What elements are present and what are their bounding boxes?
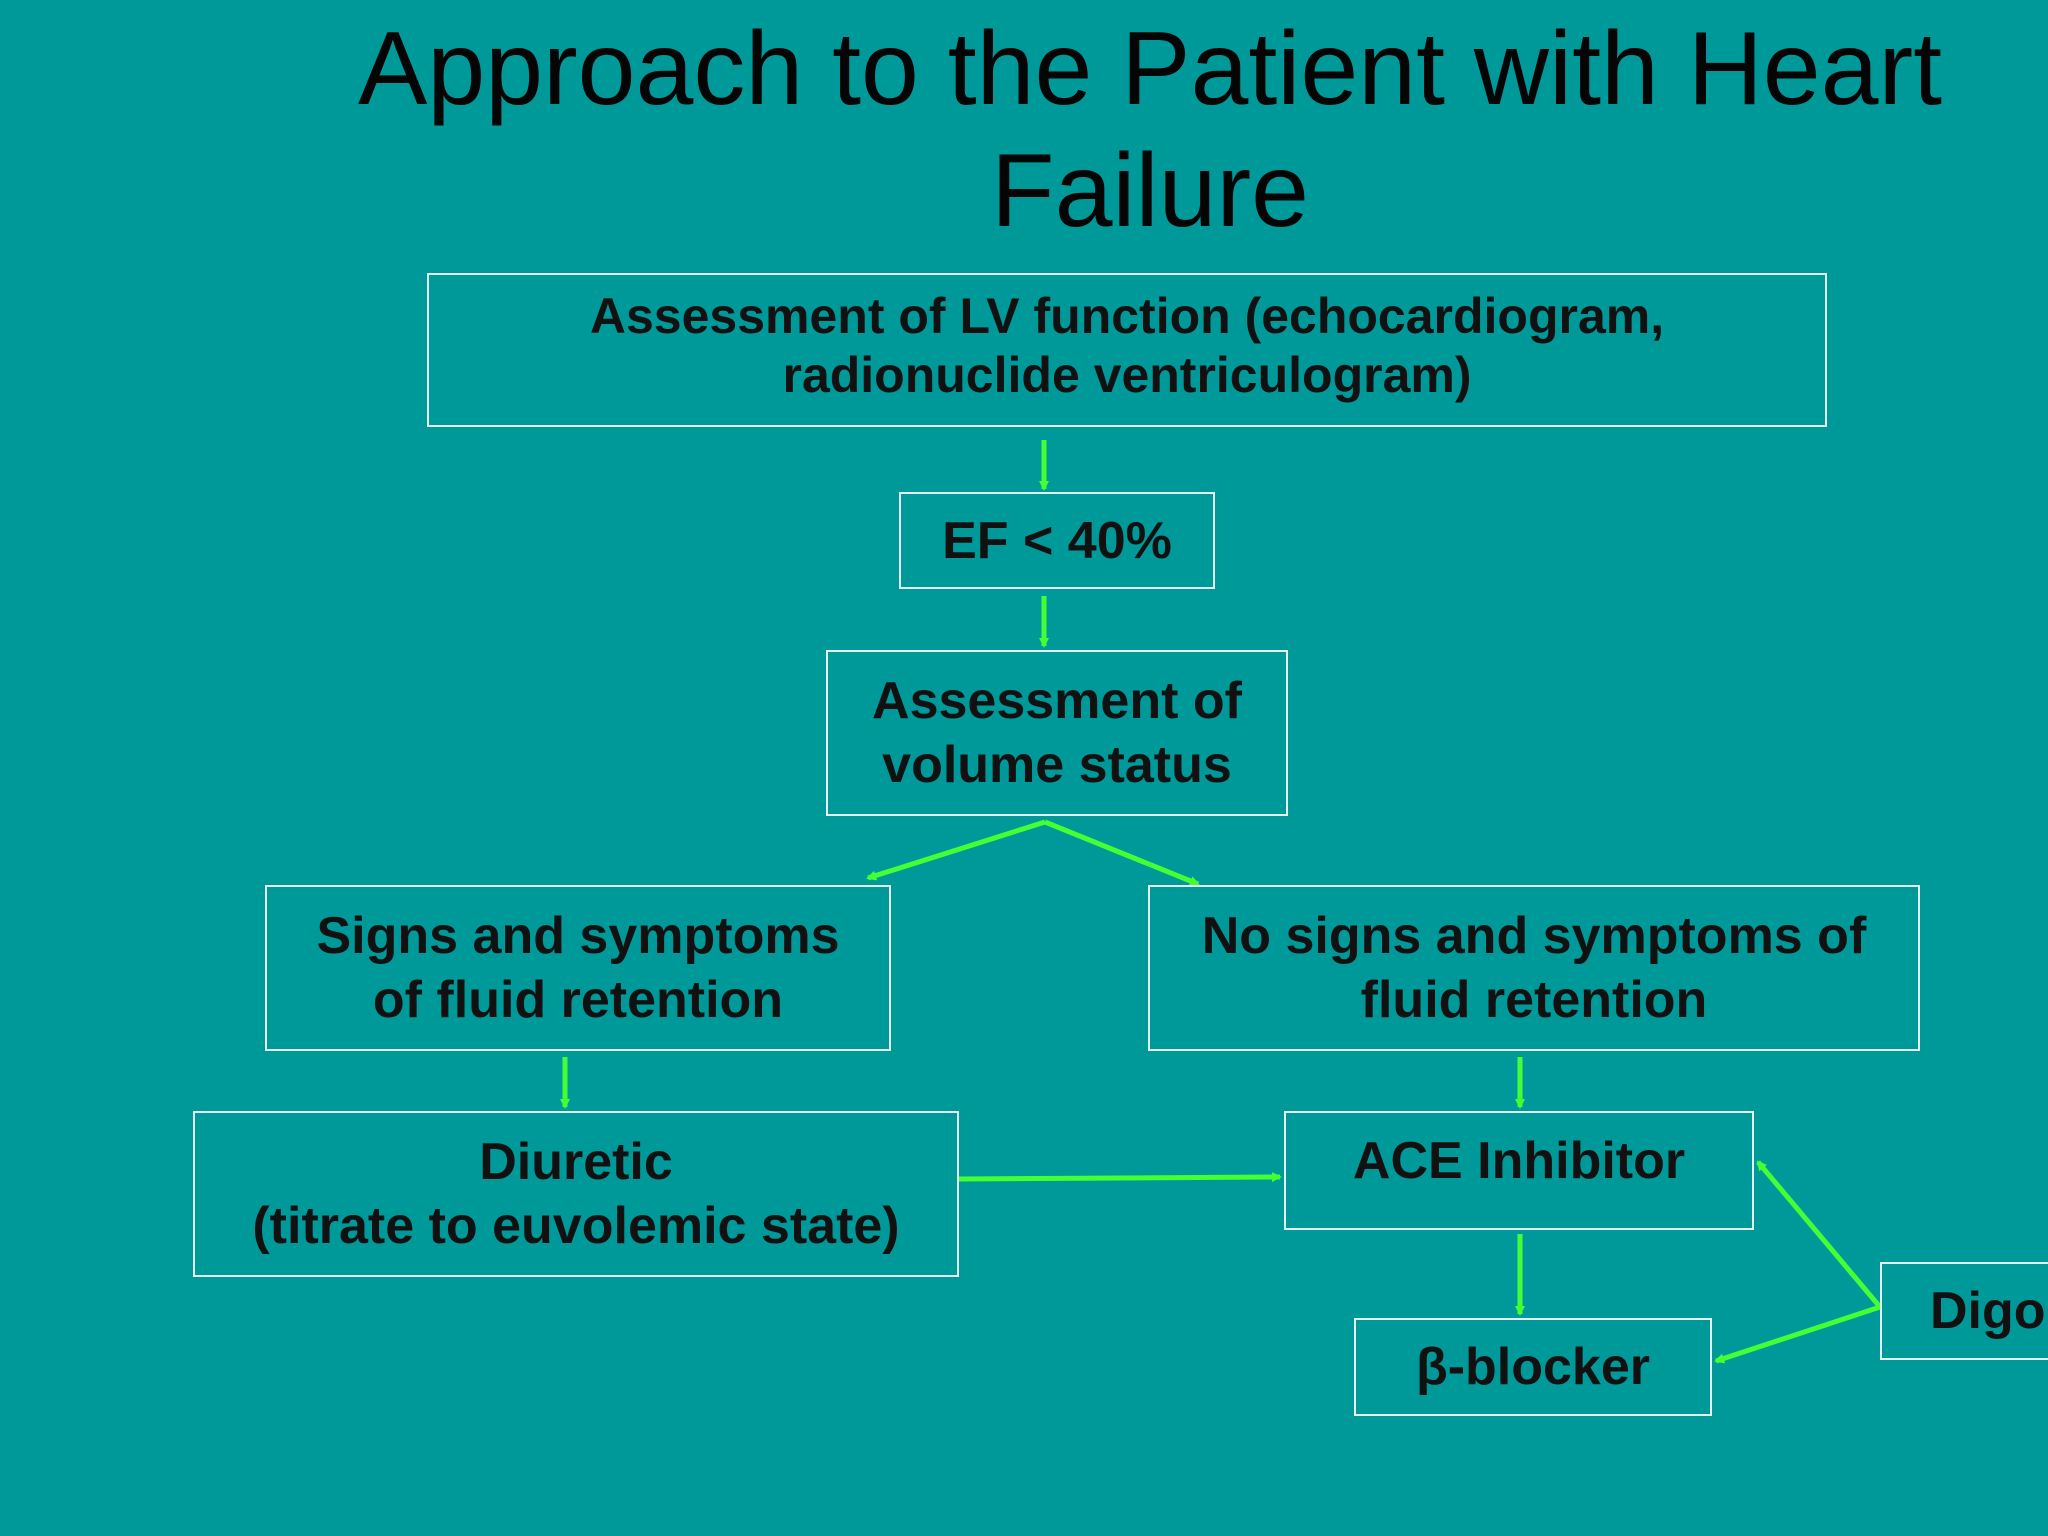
signs-box-line-1: Signs and symptoms — [316, 907, 840, 965]
ejection-fraction-box: EF < 40% — [899, 492, 1215, 589]
diuretic-box-line-2: (titrate to euvolemic state) — [252, 1197, 900, 1255]
fluid-retention-box: Signs and symptoms of fluid retention — [265, 885, 891, 1051]
lv-box-line-1: Assessment of LV function (echocardiogra… — [589, 288, 1665, 344]
arrow-volume-to-nosigns — [1044, 819, 1200, 887]
arrow-digoxin-to-ace — [1756, 1160, 1882, 1309]
digoxin-box: Digo — [1880, 1262, 2048, 1360]
title-line-1: Approach to the Patient with Heart — [357, 11, 1943, 127]
beta-box-text: β-blocker — [1415, 1338, 1651, 1396]
title-line-2: Failure — [991, 133, 1309, 249]
lv-function-assessment-box: Assessment of LV function (echocardiogra… — [427, 273, 1827, 427]
beta-blocker-box: β-blocker — [1354, 1318, 1712, 1416]
volume-box-line-1: Assessment of — [872, 672, 1242, 730]
ace-inhibitor-box: ACE Inhibitor — [1284, 1111, 1754, 1230]
ace-box-text: ACE Inhibitor — [1352, 1132, 1686, 1190]
diuretic-box-line-1: Diuretic — [479, 1133, 673, 1191]
signs-box-line-2: of fluid retention — [372, 971, 784, 1029]
arrow-digoxin-to-beta — [1714, 1304, 1881, 1364]
volume-status-box: Assessment of volume status — [826, 650, 1288, 816]
arrow-diuretic-to-ace — [958, 1172, 1282, 1183]
no-fluid-retention-box: No signs and symptoms of fluid retention — [1148, 885, 1920, 1051]
diuretic-box: Diuretic (titrate to euvolemic state) — [193, 1111, 959, 1277]
digoxin-box-text: Digo — [1930, 1282, 2046, 1340]
nosigns-box-line-1: No signs and symptoms of — [1201, 907, 1867, 965]
lv-box-line-2: radionuclide ventriculogram) — [782, 347, 1472, 403]
slide-title: Approach to the Patient with Heart Failu… — [300, 8, 2000, 252]
nosigns-box-line-2: fluid retention — [1360, 971, 1708, 1029]
ef-box-text: EF < 40% — [942, 511, 1172, 570]
volume-box-line-2: volume status — [882, 736, 1232, 794]
arrow-volume-to-signs — [866, 819, 1046, 881]
